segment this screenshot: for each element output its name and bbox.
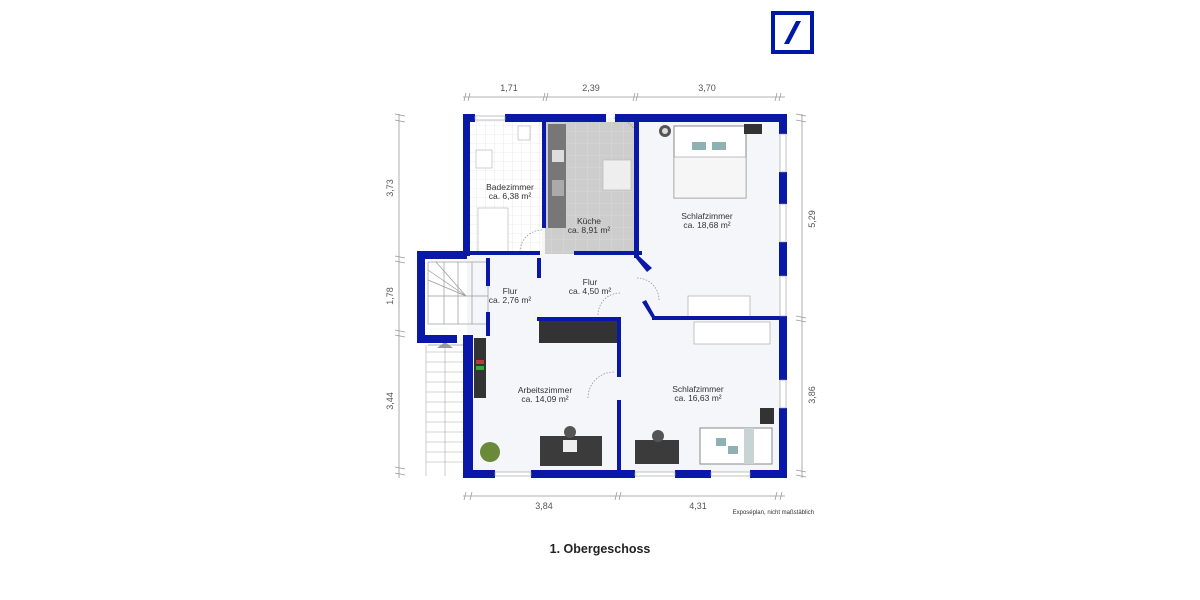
- stair-arrow-icon: [437, 342, 453, 348]
- dimension-labels: 1,71 2,39 3,70 3,73 1,78 3,44 5,29 3,86 …: [385, 83, 817, 511]
- door-swings: [519, 117, 660, 399]
- room-name-schlafzimmer-2: Schlafzimmer: [672, 384, 724, 394]
- dim-right-2: 3,86: [807, 386, 817, 404]
- room-name-arbeitszimmer: Arbeitszimmer: [518, 385, 572, 395]
- dim-top-3: 3,70: [698, 83, 716, 93]
- room-area-flur-1: ca. 2,76 m²: [489, 295, 532, 305]
- bathtub-icon: [477, 207, 509, 253]
- dim-left-2: 1,78: [385, 287, 395, 305]
- office-chair-icon: [564, 426, 576, 438]
- toilet-icon: [517, 125, 531, 141]
- room-name-kueche: Küche: [577, 216, 601, 226]
- furniture: [474, 124, 774, 466]
- dimension-lines: [394, 92, 807, 501]
- deutsche-bank-logo: [771, 11, 814, 54]
- floor-title: 1. Obergeschoss: [549, 542, 651, 556]
- desk-icon: [635, 440, 679, 464]
- dim-top-2: 2,39: [582, 83, 600, 93]
- stair-steps: [425, 345, 464, 476]
- room-area-kueche: ca. 8,91 m²: [568, 225, 611, 235]
- room-area-flur-2: ca. 4,50 m²: [569, 286, 612, 296]
- nightstand-icon-2: [760, 408, 774, 424]
- room-name-flur-1: Flur: [503, 286, 518, 296]
- nightstand-icon: [744, 124, 762, 134]
- hall-wardrobe-icon: [539, 321, 619, 343]
- sink-icon: [475, 149, 493, 169]
- room-area-badezimmer: ca. 6,38 m²: [489, 191, 532, 201]
- dim-bottom-2: 4,31: [689, 501, 707, 511]
- dim-bottom-1: 3,84: [535, 501, 553, 511]
- room-name-badezimmer: Badezimmer: [486, 182, 534, 192]
- dim-right-1: 5,29: [807, 210, 817, 228]
- kitchen-counter: [548, 124, 566, 228]
- scale-note: Exposéplan, nicht maßstäblich: [732, 510, 814, 516]
- dim-left-1: 3,73: [385, 179, 395, 197]
- wardrobe-icon: [687, 295, 751, 319]
- room-area-schlafzimmer-2: ca. 16,63 m²: [674, 393, 721, 403]
- windows: [474, 115, 787, 477]
- room-name-flur-2: Flur: [583, 277, 598, 287]
- walls: [417, 114, 787, 478]
- room-area-schlafzimmer-1: ca. 18,68 m²: [683, 220, 730, 230]
- room-name-schlafzimmer-1: Schlafzimmer: [681, 211, 733, 221]
- plant-icon: [480, 442, 500, 462]
- room-labels: Badezimmer ca. 6,38 m² Küche ca. 8,91 m²…: [486, 182, 733, 404]
- dim-top-1: 1,71: [500, 83, 518, 93]
- dining-table-icon: [602, 159, 632, 191]
- room-area-arbeitszimmer: ca. 14,09 m²: [521, 394, 568, 404]
- desk-chair-icon: [652, 430, 664, 442]
- dim-left-3: 3,44: [385, 392, 395, 410]
